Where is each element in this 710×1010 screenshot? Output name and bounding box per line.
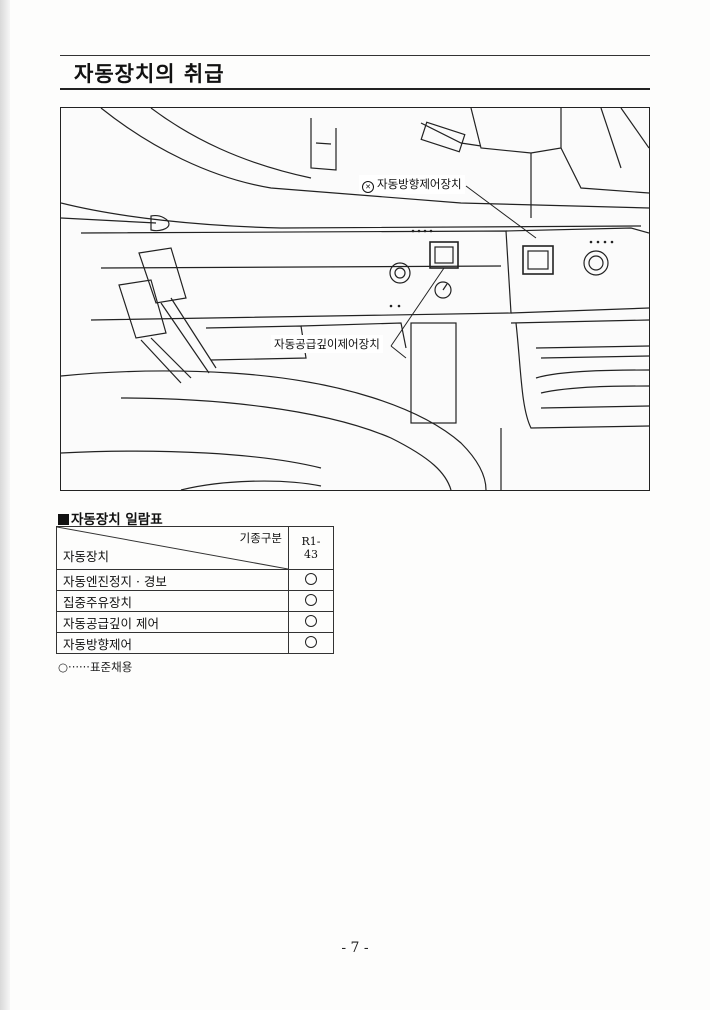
steering-symbol-icon: ✕: [362, 181, 374, 193]
table-row: 집중주유장치: [56, 590, 334, 612]
bullet-square-icon: [58, 514, 69, 525]
standard-mark: [288, 632, 334, 654]
device-table-header-row: 기종구분 자동장치 R1-43: [56, 526, 334, 570]
circle-mark-icon: [305, 572, 317, 585]
model-header: R1-43: [288, 526, 334, 570]
table-row: 자동방향제어: [56, 632, 334, 654]
device-table: 기종구분 자동장치 R1-43 자동엔진정지 · 경보 집중주유장치 자동공급깊…: [56, 526, 334, 654]
illustration-combine-cab: ✕자동방향제어장치 자동공급깊이제어장치: [60, 107, 650, 491]
header-rule-bottom: [60, 88, 650, 90]
header-device-label: 자동장치: [63, 549, 110, 564]
diagonal-header-cell: 기종구분 자동장치: [56, 526, 289, 570]
device-name: 자동공급깊이 제어: [56, 611, 289, 633]
callout-auto-steering-label: 자동방향제어장치: [377, 177, 462, 191]
circle-mark-icon: [305, 635, 317, 648]
table-heading: 자동장치 일람표: [58, 508, 163, 528]
table-row: 자동공급깊이 제어: [56, 611, 334, 633]
page-number: - 7 -: [341, 940, 369, 956]
header-rule-top: [60, 55, 650, 56]
diagonal-divider: [57, 527, 288, 569]
table-heading-label: 자동장치 일람표: [71, 512, 163, 528]
callout-auto-depth: 자동공급깊이제어장치: [271, 335, 383, 353]
table-row: 자동엔진정지 · 경보: [56, 569, 334, 591]
standard-mark: [288, 611, 334, 633]
callout-auto-steering: ✕자동방향제어장치: [359, 175, 465, 194]
section-title: 자동장치의 취급: [74, 62, 225, 86]
circle-mark-icon: [305, 593, 317, 606]
circle-mark-icon: [305, 614, 317, 627]
page-edge: [0, 0, 10, 1010]
device-name: 자동엔진정지 · 경보: [56, 569, 289, 591]
device-name: 집중주유장치: [56, 590, 289, 612]
table-legend: ○······표준채용: [58, 660, 133, 674]
device-name: 자동방향제어: [56, 632, 289, 654]
standard-mark: [288, 569, 334, 591]
header-category-label: 기종구분: [239, 531, 282, 545]
standard-mark: [288, 590, 334, 612]
cab-illustration-drawing: [61, 108, 649, 490]
